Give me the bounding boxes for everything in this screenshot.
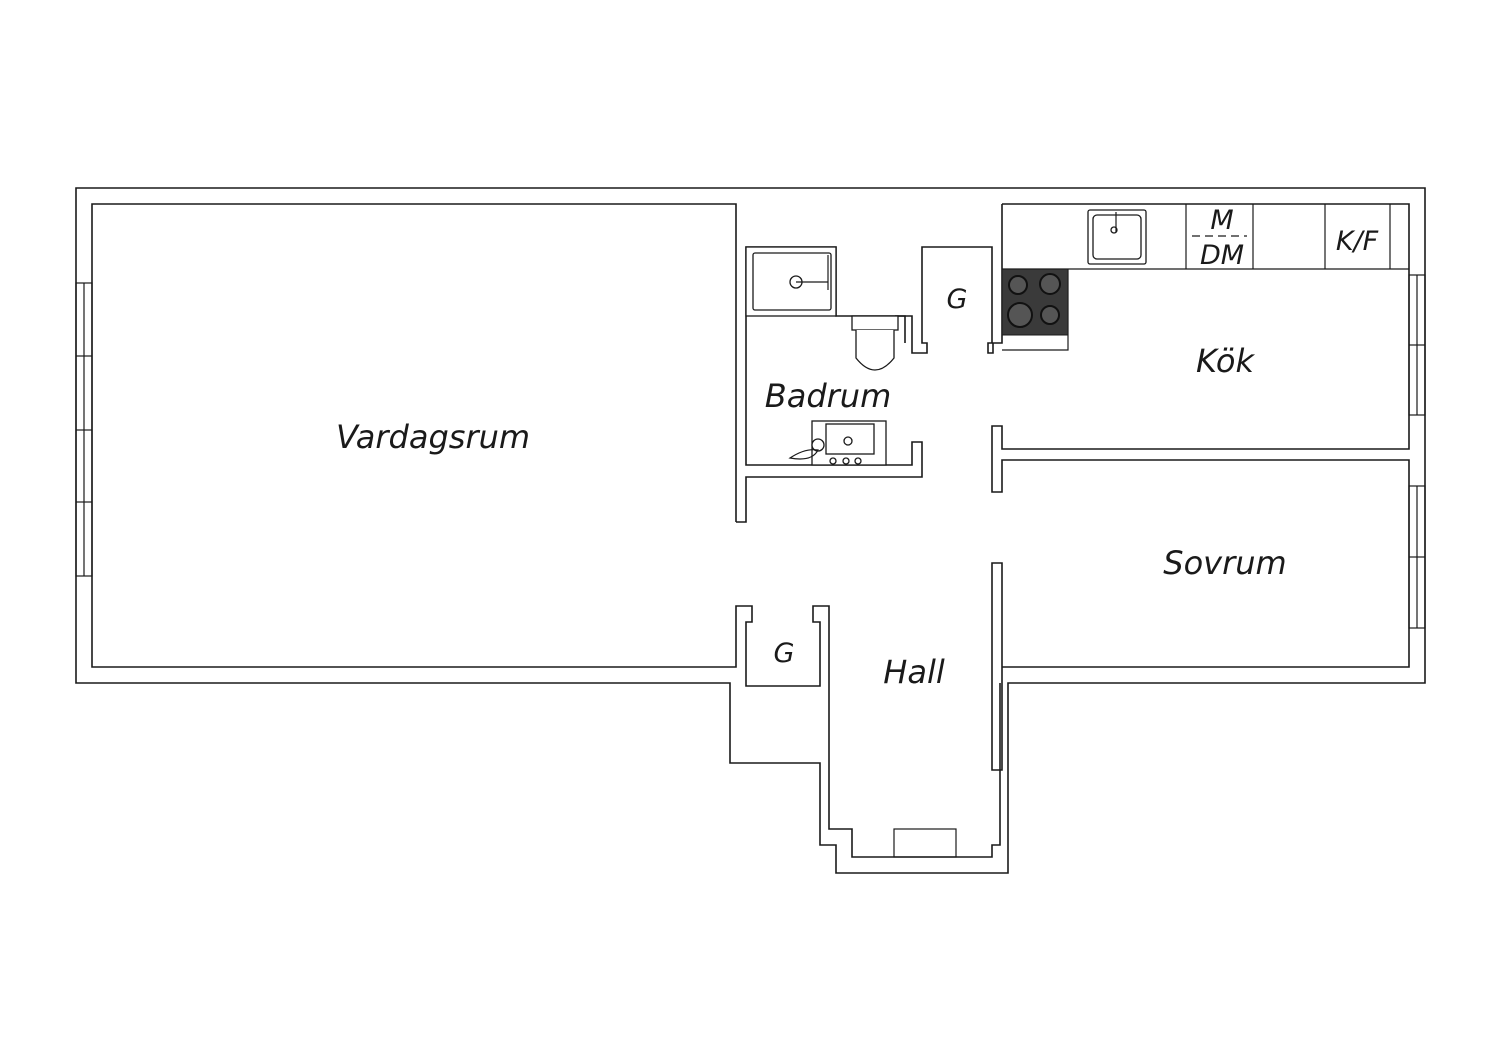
room-label-kitchen: Kök — [1196, 342, 1255, 380]
room-label-bathroom: Badrum — [765, 377, 891, 415]
toilet-icon — [851, 315, 899, 371]
living-room-walls — [91, 203, 1001, 858]
bathroom-sink-icon — [788, 420, 887, 466]
shower-icon — [745, 246, 837, 317]
window-bedroom — [1408, 485, 1426, 629]
room-label-living: Vardagsrum — [336, 418, 530, 456]
room-label-hall: Hall — [883, 653, 945, 691]
closet-label-lower: G — [774, 638, 795, 669]
appliance-label-microwave: M — [1210, 205, 1233, 236]
appliance-label-dishwasher: DM — [1200, 240, 1244, 271]
stove-icon — [1001, 268, 1069, 336]
hall-right-wall — [991, 562, 1003, 771]
kitchen-walls — [895, 203, 1410, 354]
closet-label-upper: G — [947, 284, 968, 315]
entrance-mat — [893, 828, 957, 858]
window-kitchen — [1408, 274, 1426, 416]
exterior-wall-outline — [75, 187, 1426, 874]
window-living-room — [75, 282, 93, 577]
kitchen-sink-icon — [1087, 209, 1147, 265]
room-label-bedroom: Sovrum — [1163, 544, 1286, 582]
appliance-label-fridge-freezer: K/F — [1336, 226, 1379, 257]
